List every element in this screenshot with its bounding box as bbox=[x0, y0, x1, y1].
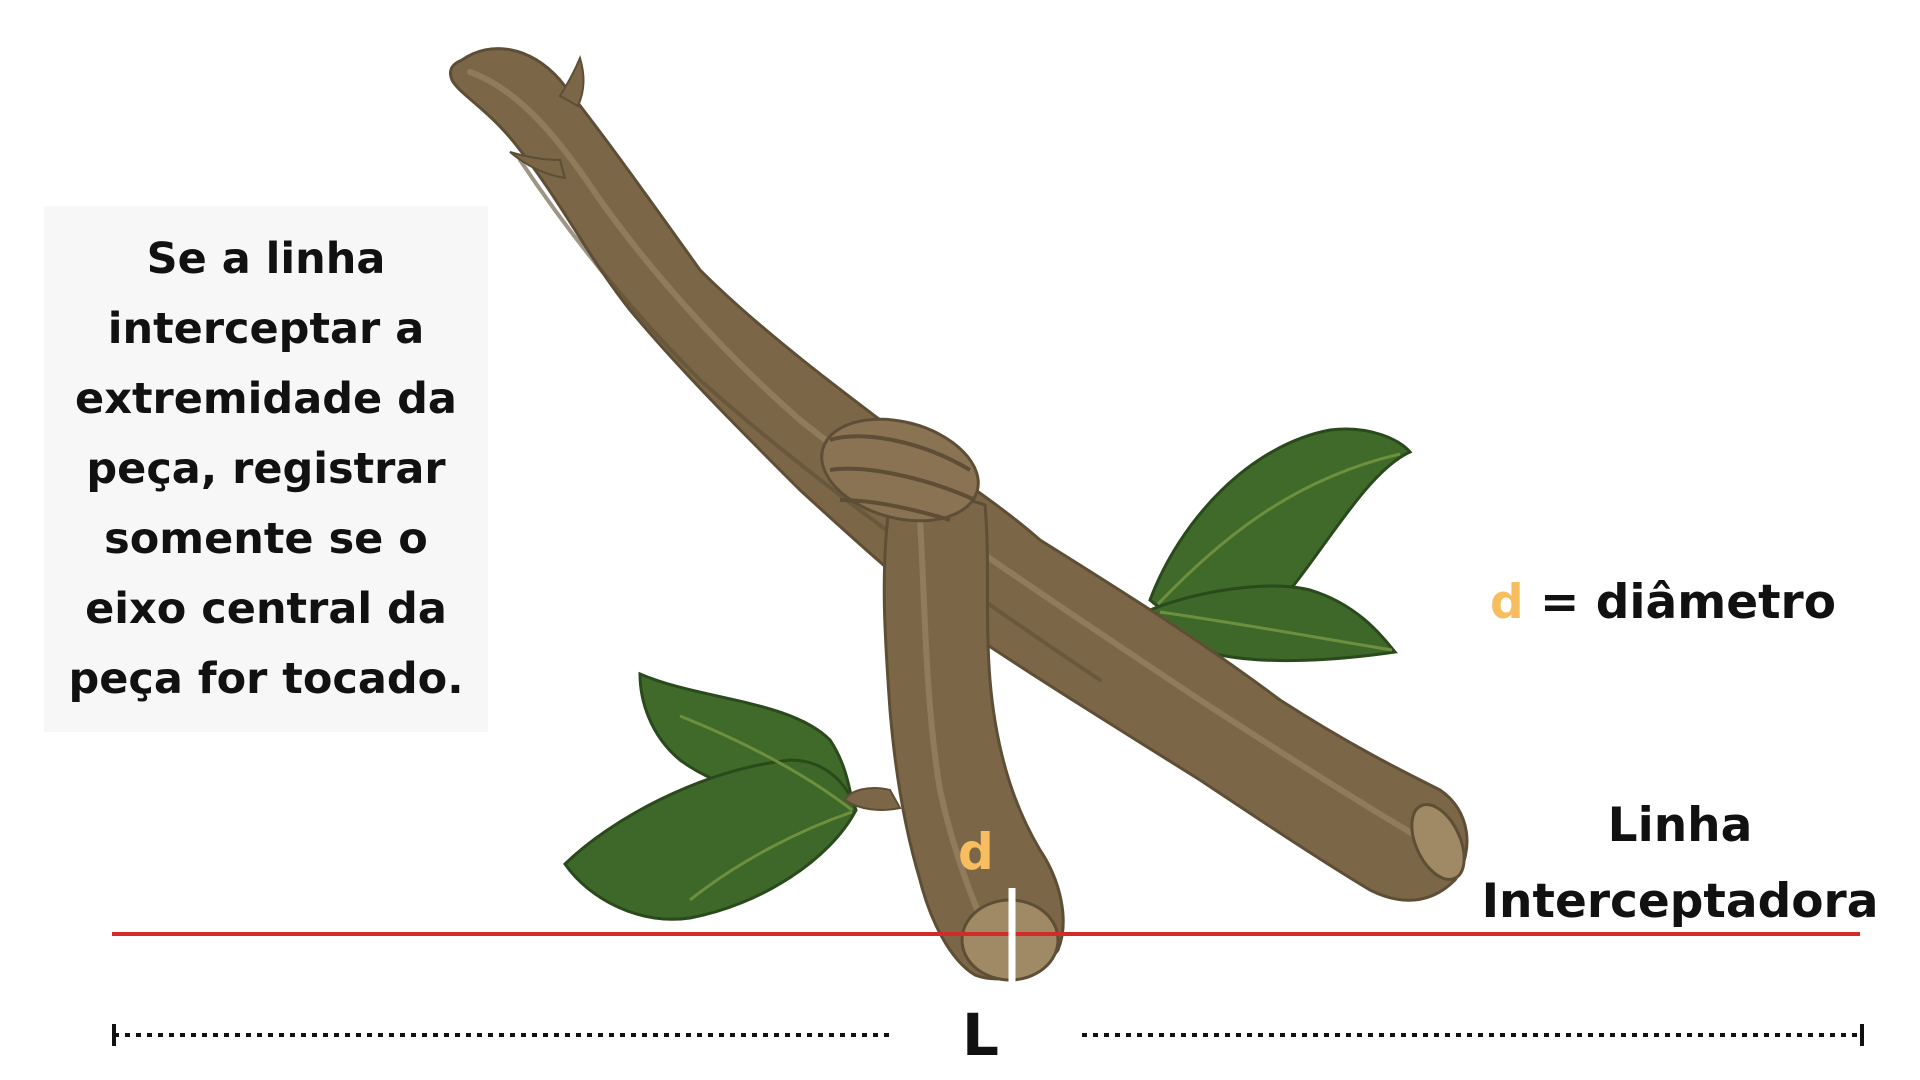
rule-note-line: Se a linha bbox=[146, 234, 386, 284]
diameter-label: d bbox=[958, 823, 994, 881]
rule-note-line: extremidade da bbox=[75, 374, 457, 424]
legend-symbol: d bbox=[1490, 575, 1524, 630]
intercept-line-label-line1: Linha bbox=[1607, 798, 1753, 853]
branch-knot bbox=[820, 417, 980, 523]
legend-text: = diâmetro bbox=[1523, 575, 1837, 630]
rule-note-line: somente se o bbox=[104, 514, 428, 564]
rule-note-text: Se a linha interceptar a extremidade da … bbox=[52, 224, 480, 714]
rule-note-line: interceptar a bbox=[107, 304, 425, 354]
rule-note-box: Se a linha interceptar a extremidade da … bbox=[44, 206, 488, 732]
left-leaves bbox=[563, 671, 858, 921]
rule-note-line: peça, registrar bbox=[86, 444, 446, 494]
rule-note-line: eixo central da bbox=[85, 584, 447, 634]
lower-branch bbox=[843, 497, 1065, 982]
leaf-left-lower bbox=[563, 758, 858, 921]
length-dimension-line bbox=[112, 1024, 1864, 1046]
length-label: L bbox=[962, 1001, 999, 1069]
intercept-line-label-line2: Interceptadora bbox=[1481, 874, 1879, 929]
branch-cut-end-right bbox=[1410, 803, 1466, 881]
right-leaves bbox=[1147, 427, 1413, 663]
rule-note-line: peça for tocado. bbox=[68, 654, 464, 704]
diameter-legend: d = diâmetro bbox=[1490, 568, 1890, 638]
intercept-line-label: Linha Interceptadora bbox=[1450, 788, 1910, 940]
